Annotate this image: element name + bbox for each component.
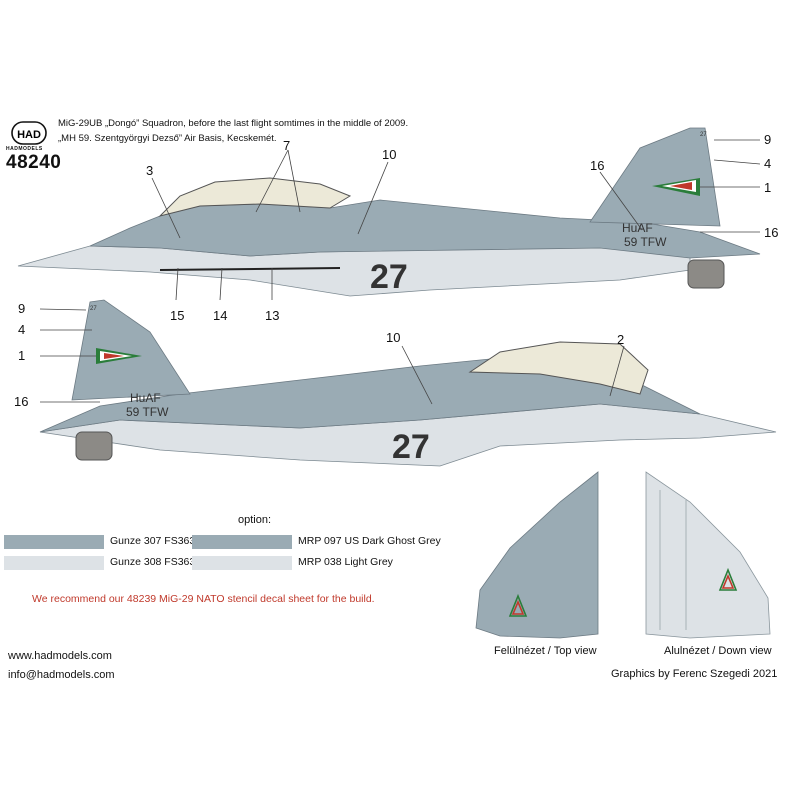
callout-top-1: 1 xyxy=(764,180,772,195)
callout-bottom-4: 4 xyxy=(18,322,26,337)
paint-label-gunze-308: Gunze 308 FS36375 xyxy=(110,556,207,568)
callout-top-4: 4 xyxy=(764,156,772,171)
callout-top-15: 15 xyxy=(170,308,185,323)
graphics-credit: Graphics by Ferenc Szegedi 2021 xyxy=(611,668,778,680)
fin-marking-bottom-line2: 59 TFW xyxy=(126,405,169,419)
callout-bottom-2: 2 xyxy=(617,332,625,347)
callout-bottom-10: 10 xyxy=(386,330,401,345)
top-view-caption: Felülnézet / Top view xyxy=(494,645,597,657)
logo-letters: HAD xyxy=(17,129,41,141)
callout-bottom-1: 1 xyxy=(18,348,26,363)
paint-label-gunze-307: Gunze 307 FS36320 xyxy=(110,535,207,547)
swatch-gunze-308 xyxy=(4,556,104,570)
logo-subtitle: HADMODELS xyxy=(6,146,43,152)
down-view-stabilizer xyxy=(645,471,771,639)
callout-top-9: 9 xyxy=(764,132,772,147)
callout-top-3: 3 xyxy=(146,163,154,178)
fin-marking-bottom-line1: HuAF xyxy=(130,391,161,405)
aircraft-profile-bottom: HuAF 59 TFW 27 27 xyxy=(39,299,777,467)
fin-small-number-top: 27 xyxy=(700,132,707,138)
website-link[interactable]: www.hadmodels.com xyxy=(8,650,112,662)
tail-number-bottom: 27 xyxy=(392,428,430,466)
swatch-mrp-097 xyxy=(192,535,292,549)
top-view-stabilizer xyxy=(475,471,599,639)
tail-number-top: 27 xyxy=(370,258,408,296)
catalog-number: 48240 xyxy=(6,152,62,173)
callout-top-13: 13 xyxy=(265,308,280,323)
callout-top-16-lower: 16 xyxy=(764,225,779,240)
paint-label-mrp-097: MRP 097 US Dark Ghost Grey xyxy=(298,535,441,547)
down-view-caption: Alulnézet / Down view xyxy=(664,645,772,657)
callout-top-14: 14 xyxy=(213,308,228,323)
callout-top-16-upper: 16 xyxy=(590,158,605,173)
caption-line-1: MiG-29UB „Dongó” Squadron, before the la… xyxy=(58,118,409,129)
swatch-mrp-038 xyxy=(192,556,292,570)
stencil-recommendation: We recommend our 48239 MiG-29 NATO stenc… xyxy=(32,593,375,605)
callout-top-10: 10 xyxy=(382,147,397,162)
swatch-gunze-307 xyxy=(4,535,104,549)
email-link[interactable]: info@hadmodels.com xyxy=(8,669,115,681)
fin-marking-top-line1: HuAF xyxy=(622,221,653,235)
fin-small-number-bottom: 27 xyxy=(90,306,97,312)
fin-marking-top-line2: 59 TFW xyxy=(624,235,667,249)
callout-bottom-16: 16 xyxy=(14,394,29,409)
paint-label-mrp-038: MRP 038 Light Grey xyxy=(298,556,393,568)
callout-bottom-9: 9 xyxy=(18,301,26,316)
callout-top-7: 7 xyxy=(283,138,291,153)
aircraft-profile-top: HuAF 59 TFW 27 27 xyxy=(17,127,761,297)
caption-line-2: „MH 59. Szentgyörgyi Dezső” Air Basis, K… xyxy=(58,133,277,144)
hadmodels-logo: HAD xyxy=(11,121,47,145)
scheme-caption: MiG-29UB „Dongó” Squadron, before the la… xyxy=(58,116,408,146)
paint-options-title: option: xyxy=(238,514,272,526)
